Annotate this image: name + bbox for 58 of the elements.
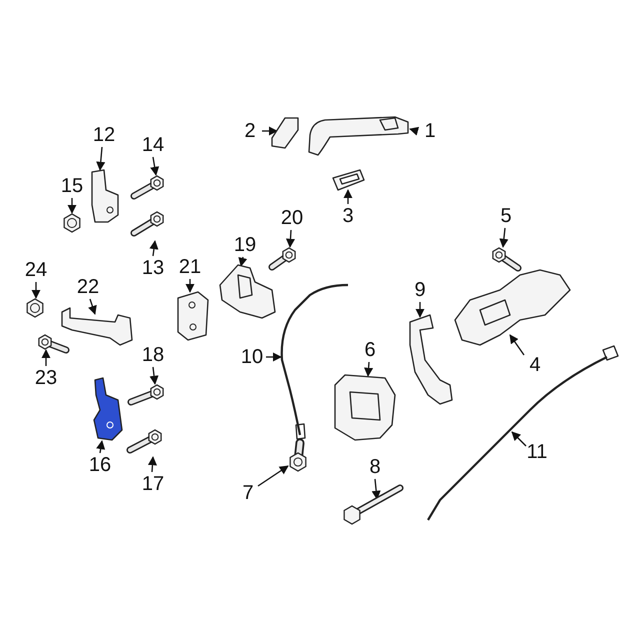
leader-line	[409, 126, 420, 136]
callout-number: 20	[276, 206, 308, 230]
door-latch-drawing	[333, 373, 397, 442]
leader-line	[31, 282, 41, 299]
leader-line	[286, 230, 296, 248]
leader-line	[150, 366, 159, 385]
leader-line	[149, 240, 158, 256]
callout-number: 15	[56, 174, 88, 198]
leader-line	[499, 228, 508, 248]
leader-line	[511, 431, 526, 446]
callout-number: 4	[519, 353, 551, 377]
hinge-drawing	[218, 263, 277, 320]
latch-housing-drawing	[453, 267, 573, 347]
door-check-drawing	[60, 306, 134, 347]
leader-line	[364, 362, 374, 377]
callout-number: 9	[404, 278, 436, 302]
callout-number: 24	[20, 258, 52, 282]
callout-number: 21	[174, 255, 206, 279]
leader-line	[372, 478, 381, 500]
leader-line	[185, 279, 195, 293]
callout-number: 23	[30, 366, 62, 390]
leader-line	[415, 302, 425, 318]
callout-number: 7	[232, 481, 264, 505]
bracket-drawing	[92, 376, 124, 442]
callout-number: 1	[414, 119, 446, 143]
callout-number: 3	[332, 204, 364, 228]
leader-line	[266, 352, 282, 362]
gasket-drawing	[331, 168, 366, 192]
nut-drawing	[61, 212, 83, 234]
callout-number: 5	[490, 204, 522, 228]
callout-number: 2	[234, 119, 266, 143]
leader-line	[262, 126, 278, 136]
callout-number: 13	[137, 256, 169, 280]
leader-line	[238, 256, 248, 267]
nut-drawing	[24, 297, 46, 319]
bracket-drawing	[408, 313, 454, 406]
plate-drawing	[176, 290, 210, 342]
callout-number: 12	[88, 123, 120, 147]
callout-number: 8	[359, 455, 391, 479]
callout-number: 14	[137, 133, 169, 157]
leader-line	[148, 456, 157, 472]
leader-line	[509, 334, 525, 356]
callout-number: 22	[72, 275, 104, 299]
leader-line	[258, 465, 289, 487]
leader-line	[343, 189, 353, 204]
leader-line	[67, 198, 77, 214]
leader-line	[41, 349, 51, 366]
callout-number: 17	[137, 472, 169, 496]
callout-number: 16	[84, 453, 116, 477]
callout-number: 18	[137, 343, 169, 367]
leader-line	[96, 440, 106, 454]
callout-number: 19	[229, 233, 261, 257]
callout-number: 11	[521, 440, 553, 464]
callout-number: 6	[354, 338, 386, 362]
leader-line	[150, 156, 160, 176]
leader-line	[96, 146, 106, 171]
callout-number: 10	[236, 345, 268, 369]
leader-line	[88, 298, 97, 315]
